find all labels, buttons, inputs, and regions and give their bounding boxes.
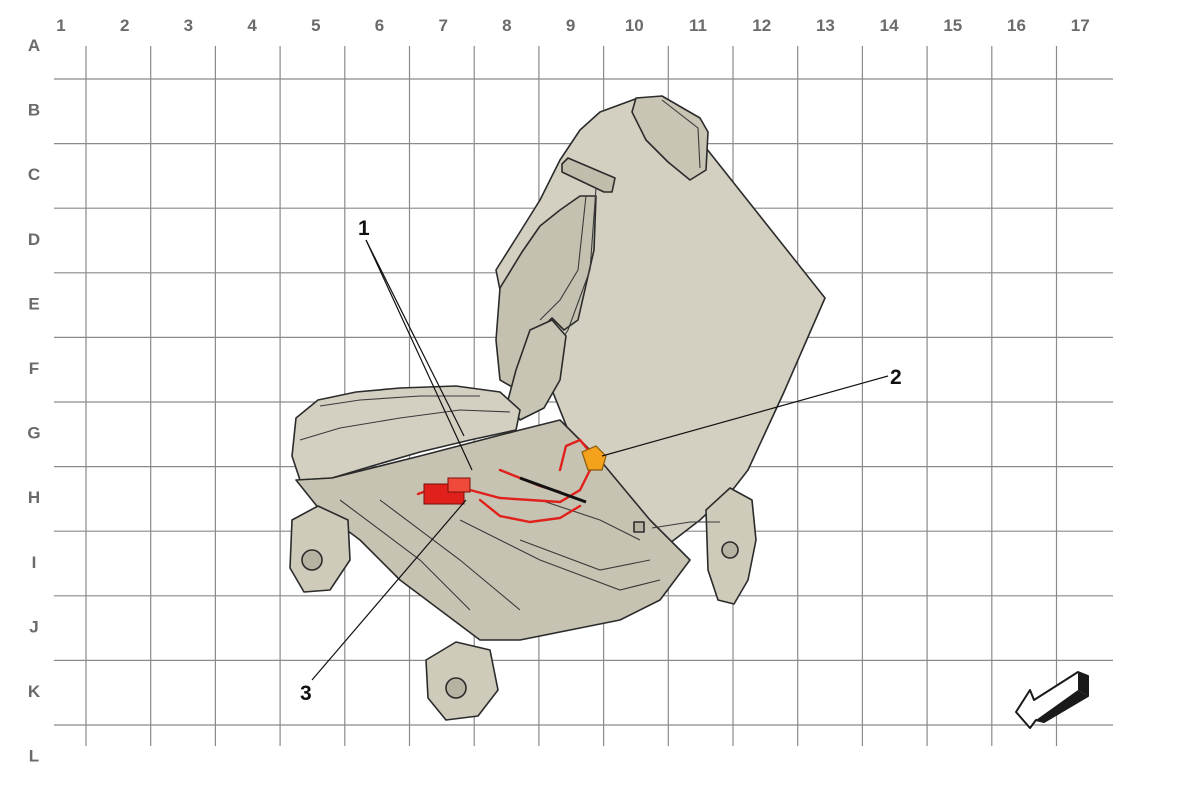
seat-wire-bar (519, 476, 587, 504)
backrest-bolster (495, 195, 597, 389)
row-label: D (28, 230, 40, 249)
leader-3 (311, 499, 467, 681)
leader-2 (601, 375, 889, 457)
headrest-edge (661, 99, 701, 169)
leader-1b (365, 239, 473, 471)
seat-frame (295, 419, 691, 641)
leader-lines (311, 239, 889, 681)
column-label: 13 (816, 16, 835, 35)
column-label: 17 (1071, 16, 1090, 35)
column-label: 15 (943, 16, 962, 35)
row-label: B (28, 101, 40, 120)
recliner-hinge (507, 319, 567, 421)
frame-rail-3 (459, 519, 661, 591)
direction-arrow-icon (1015, 671, 1089, 729)
frame-rail-1 (339, 499, 471, 611)
column-label: 14 (880, 16, 899, 35)
column-label: 8 (502, 16, 511, 35)
column-label: 9 (566, 16, 575, 35)
column-label: 10 (625, 16, 644, 35)
callout-3: 3 (300, 682, 312, 705)
row-labels: A B C D E F G H I J K L (27, 36, 40, 766)
wiring-harness (416, 438, 592, 524)
ground-stud (633, 521, 645, 533)
bracket-bolt-left (301, 549, 323, 571)
column-label: 6 (375, 16, 384, 35)
column-label: 7 (438, 16, 447, 35)
bracket-bolt-front (445, 677, 467, 699)
row-label: I (32, 553, 37, 572)
column-label: 2 (120, 16, 129, 35)
harness-branch-1 (478, 498, 582, 524)
bolster-crease (539, 195, 587, 321)
orange-connector (581, 445, 607, 471)
harness-branch-2 (558, 438, 592, 472)
column-label: 3 (184, 16, 193, 35)
frame-rail-5 (539, 499, 641, 541)
headrest (631, 95, 709, 181)
frame-rail-4 (519, 539, 651, 571)
frame-rail-2 (379, 499, 521, 611)
seat-illustration (289, 95, 826, 721)
row-label: A (28, 36, 40, 55)
leader-1 (365, 239, 465, 437)
cushion-seam-2 (319, 395, 480, 407)
callout-2: 2 (890, 366, 902, 389)
column-label: 11 (689, 16, 707, 35)
row-label: G (27, 424, 40, 443)
column-label: 5 (311, 16, 320, 35)
column-label: 16 (1007, 16, 1026, 35)
bracket-bolt-right (721, 541, 739, 559)
row-label: L (29, 747, 39, 766)
row-label: K (28, 682, 41, 701)
row-label: C (28, 165, 40, 184)
row-label: J (29, 617, 38, 636)
rear-cable (651, 521, 720, 529)
column-label: 1 (56, 16, 65, 35)
harness-connector-small (447, 477, 471, 493)
slider-bracket-left (289, 505, 351, 593)
orange-connector-body (581, 445, 607, 471)
row-label: H (28, 488, 40, 507)
row-label: E (28, 294, 39, 313)
row-label: F (29, 359, 39, 378)
headrest-guide (561, 157, 616, 193)
column-label: 12 (752, 16, 771, 35)
cushion-seam (299, 409, 511, 441)
callout-1: 1 (358, 217, 370, 240)
column-label: 4 (247, 16, 257, 35)
